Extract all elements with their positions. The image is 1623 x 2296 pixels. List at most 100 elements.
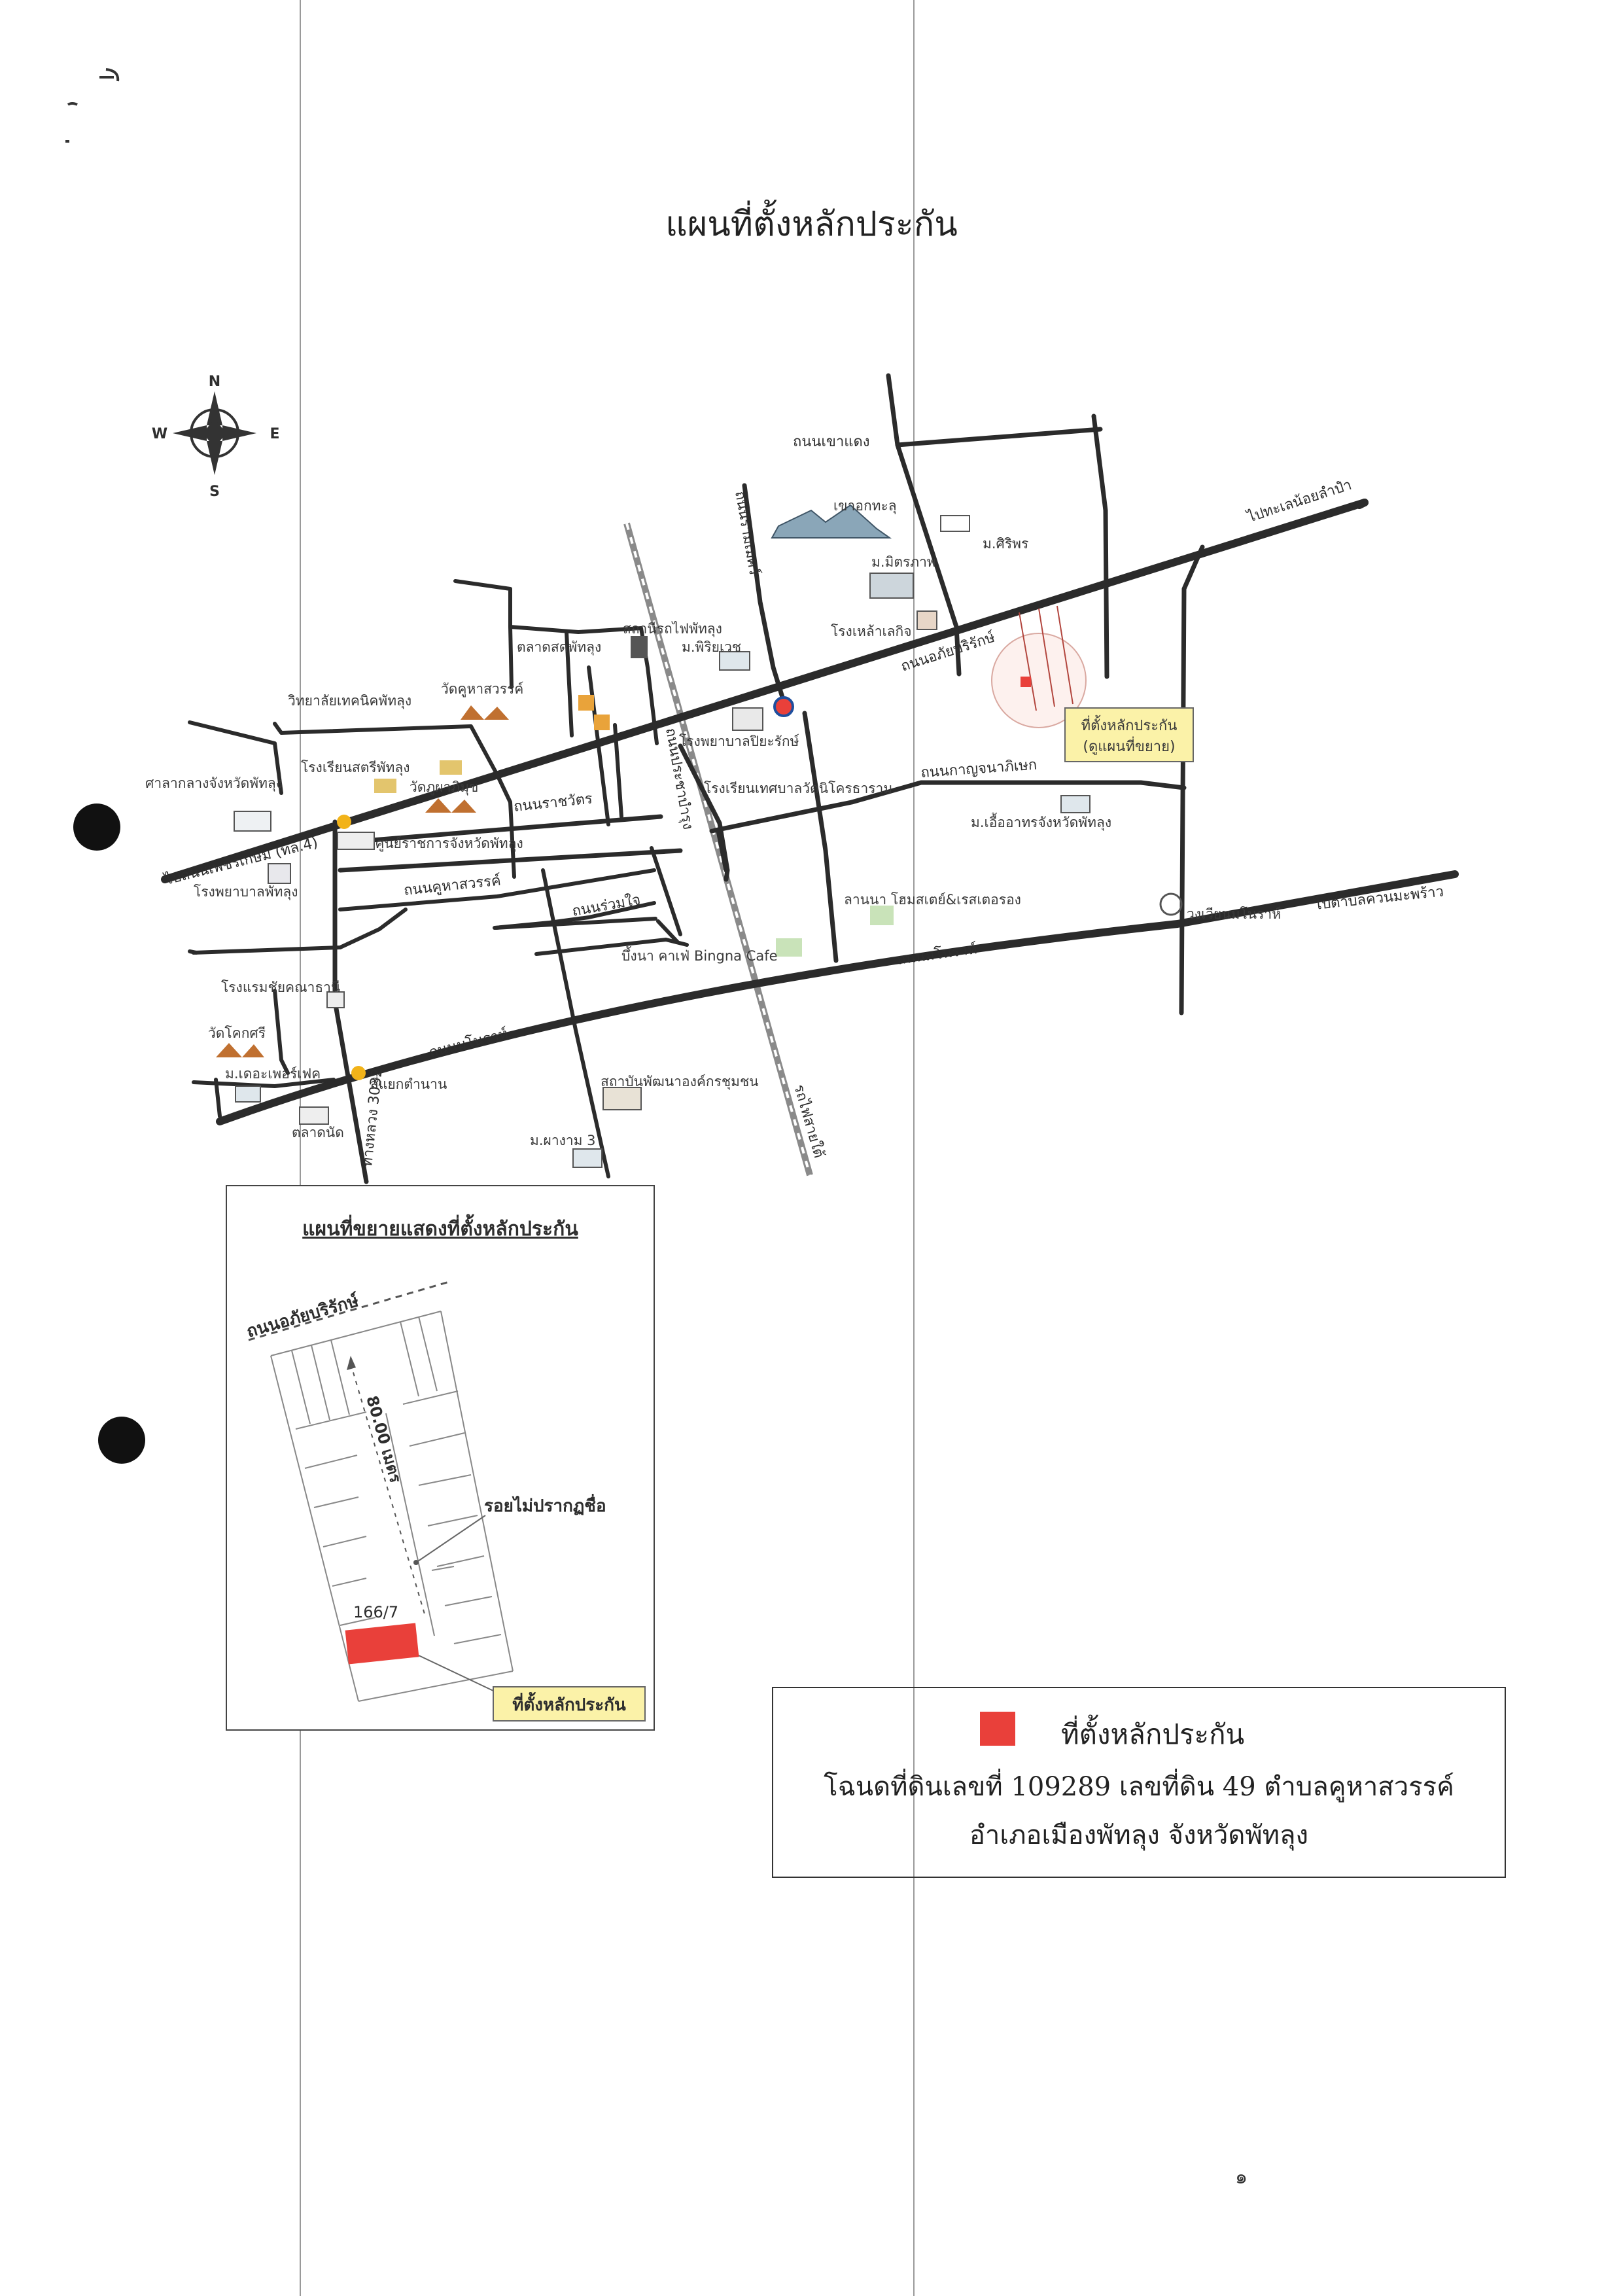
label-circle-vien: วงเวียนมโนราห์ [1187,906,1281,922]
temple-icon [425,798,476,813]
scan-mark [65,68,120,143]
label-kong-lao-sang: โรงเหล้าเลกิจ [831,624,912,639]
house-icon [1060,795,1091,813]
label-moo-huean: ม.เอื้ออาทรจังหวัดพัทลุง [971,813,1111,831]
collateral-label-line1: ที่ตั้งหลักประกัน [1081,715,1178,734]
road-aphai [161,499,1369,883]
inset-alley-label: รอยไม่ปรากฏชื่อ [484,1493,606,1516]
label-police-station: ศูนย์ราชการจังหวัดพัทลุง [375,836,523,852]
fold-line-left [300,0,301,2296]
label-wat-khuhasawan: วัดคูหาสวรรค์ [441,681,523,698]
label-institute: สถาบันพัฒนาองค์กรชุมชน [601,1074,759,1090]
label-hotel-chaikan: โรงแรมชัยคณาธานี [221,980,340,995]
temple-icon [216,1043,264,1057]
label-moo-rangam: ม.ผางาม 3 [530,1133,596,1148]
legend-location-line: อำเภอเมืองพัทลุง จังหวัดพัทลุง [969,1820,1309,1850]
legend-swatch [980,1712,1015,1746]
legend-deed-line: โฉนดที่ดินเลขที่ 109289 เลขที่ดิน 49 ตำบ… [824,1772,1454,1802]
label-hospital-phatthalung: โรงพยาบาลพัทลุง [194,884,298,900]
house-icon [719,651,750,671]
label-provincial-hall: ศาลากลางจังหวัดพัทลุง [145,775,283,792]
fuel-icon [773,696,794,717]
road-label-manorah: ถนนมโนราห์ [896,940,978,968]
compass-s: S [209,484,220,500]
road-label-manorah-west: ถนนมโนราห์ [427,1025,510,1061]
temple-icon [461,705,509,720]
house-icon [235,1086,261,1103]
inset-map: แผนที่ขยายแสดงที่ตั้งหลักประกัน ถนนอภัยบ… [226,1185,655,1731]
shell-icon [337,815,351,829]
place-labels: เขาอกทะลุ ม.มิตรภาพ ม.ศิริพร โรงเหล้าเลก… [145,498,1281,1148]
house-icon [869,573,914,599]
punch-hole-top [73,804,120,851]
punch-hole-bottom [98,1417,145,1464]
collateral-marker [991,605,1087,728]
inset-collateral-plot [345,1623,419,1665]
building-icon [940,515,970,532]
shop-icon [594,715,610,730]
label-school-thesaban: โรงเรียนเทศบาลวัดนิโครธาราม [704,781,892,796]
road-label-kanchanaphisek: ถนนกาญจนาภิเษก [920,757,1038,781]
govt-icon [337,832,375,850]
compass-e: E [270,426,279,442]
inset-plot-no: 166/7 [353,1603,398,1621]
map-title: แผนที่ตั้งหลักประกัน [665,205,958,244]
label-lanna: ลานนา โฮมสเตย์&เรสเตอรอง [844,892,1021,908]
hospital-icon [268,863,291,884]
label-intersection: สี่แยกตำนาน [370,1074,447,1092]
cafe-icon [776,938,802,957]
fold-line-middle [913,0,915,2296]
market-icon [299,1106,329,1125]
label-moo-mitrapap: ม.มิตรภาพ [871,554,936,570]
label-moo-khao-sri: ม.เดอะเพอร์เฟค [225,1066,321,1082]
road-label-ramet: ถนนรามเมศร์ [731,490,762,576]
page-number: ๑ [1235,2166,1248,2189]
label-hospital-private: โรงพยาบาลปิยะรักษ์ [679,733,799,749]
road-manorah [216,870,1459,1125]
road-label-phetkasem: ไปถนนเพชรเกษม (ทล.4) [162,834,319,889]
road-label-ruamjai: ถนนร่วมใจ [571,891,642,920]
shop-icon [578,695,594,711]
house-icon [572,1148,602,1168]
school-icon [440,760,462,775]
hotel-icon [326,991,345,1008]
collateral-label-line2: (ดูแผนที่ขยาย) [1083,736,1175,755]
inset-parcels [270,1311,514,1702]
compass-rose-icon: N S E W [152,374,280,500]
label-bingna: บึ้งนา คาเฟ่ Bingna Cafe [621,946,778,964]
collateral-label-box: ที่ตั้งหลักประกัน (ดูแผนที่ขยาย) [1064,707,1194,762]
road-label-rachawat: ถนนราชวัตร [513,790,593,815]
hall-icon [234,811,271,832]
train-icon [631,636,648,658]
road-label-khuhasawan: ถนนคูหาสวรรค์ [403,873,502,899]
label-moo-phirom: ม.พิริยเวช [682,639,741,655]
shell-icon [351,1066,366,1080]
roundabout-icon [1159,892,1183,916]
label-moo-siriporn: ม.ศิริพร [983,536,1028,552]
road-label-to-thale-noi: ไปทะเลน้อยลำปำ [1244,476,1353,527]
label-school-phatthalung: โรงเรียนสตรีพัทลุง [301,760,410,776]
hospital-icon [732,707,763,731]
inset-label: ที่ตั้งหลักประกัน [512,1691,626,1715]
label-khao-ok-thalu: เขาอกทะลุ [833,498,897,514]
road-label-khao-daeng: ถนนเขาแดง [793,434,870,450]
label-market-phatthalung: ตลาดสดพัทลุง [517,639,601,656]
institute-icon [602,1087,642,1110]
label-wat-khok-si: วัดโคกศรี [208,1025,266,1041]
label-wat-pa-phu: วัดภูผาภิมุข [410,779,478,796]
compass-n: N [209,374,220,390]
landmark-icons [216,504,1183,1168]
mountain-icon [771,504,892,539]
factory-icon [916,610,937,630]
legend-title: ที่ตั้งหลักประกัน [1061,1718,1245,1750]
compass-w: W [152,426,167,442]
railway-line [623,522,813,1176]
label-talad-nat: ตลาดนัด [292,1125,344,1140]
label-college: วิทยาลัยเทคนิคพัทลุง [288,693,411,709]
road-labels: ถนนเขาแดง ไปทะเลน้อยลำปำ ถนนรามเมศร์ ถนน… [162,434,1444,1168]
label-train-station: สถานีรถไฟพัทลุง [623,621,722,637]
road-network [161,373,1459,1184]
inset-title: แผนที่ขยายแสดงที่ตั้งหลักประกัน [302,1214,578,1241]
